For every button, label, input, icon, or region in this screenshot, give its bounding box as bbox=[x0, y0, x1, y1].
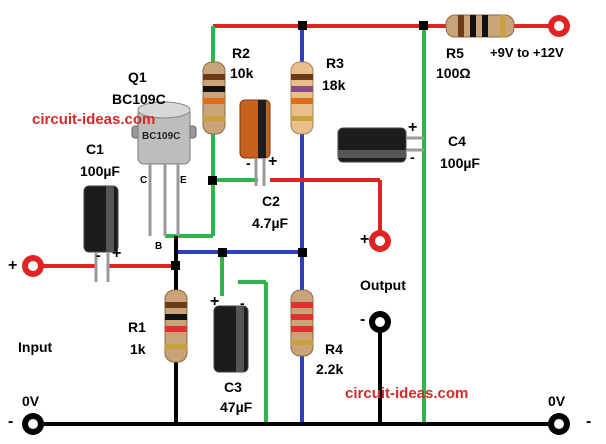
input-label: Input bbox=[18, 339, 53, 355]
junction-dot bbox=[298, 248, 307, 257]
r3-value-label: 18k bbox=[322, 77, 346, 93]
r1-value-label: 1k bbox=[130, 341, 146, 357]
input-terminal bbox=[22, 255, 44, 277]
watermark-top: circuit-ideas.com bbox=[32, 111, 156, 128]
r4-ref-label: R4 bbox=[325, 341, 343, 357]
c4-ref-label: C4 bbox=[448, 133, 466, 149]
c2-minus-label: - bbox=[246, 155, 251, 171]
c2-ref-label: C2 bbox=[262, 193, 280, 209]
c4-plus-label: + bbox=[408, 119, 418, 136]
output-plus-terminal bbox=[369, 230, 391, 252]
ground-left-terminal bbox=[22, 413, 44, 435]
output-minus-label: - bbox=[360, 311, 366, 328]
c3-plus-label: + bbox=[210, 293, 220, 310]
supply-terminal bbox=[548, 15, 570, 37]
supply-label: +9V to +12V bbox=[490, 45, 564, 60]
output-minus-terminal bbox=[369, 311, 391, 333]
ground-left-label: 0V bbox=[22, 393, 40, 409]
q1-pin-e-label: E bbox=[180, 175, 187, 186]
c3-ref-label: C3 bbox=[224, 379, 242, 395]
junction-dot bbox=[218, 248, 227, 257]
c1-value-label: 100µF bbox=[80, 163, 120, 179]
ground-right-label: 0V bbox=[548, 393, 566, 409]
r2-value-label: 10k bbox=[230, 65, 254, 81]
r2-resistor bbox=[202, 61, 226, 135]
c3-minus-label: - bbox=[240, 295, 245, 311]
output-label: Output bbox=[360, 277, 406, 293]
junction-dot bbox=[171, 261, 180, 270]
input-plus-label: + bbox=[8, 257, 18, 274]
c3-capacitor bbox=[213, 305, 249, 373]
c3-value-label: 47µF bbox=[220, 399, 253, 415]
r5-ref-label: R5 bbox=[446, 45, 464, 61]
r1-resistor bbox=[164, 289, 188, 363]
q1-transistor bbox=[131, 101, 197, 236]
junction-dot bbox=[419, 21, 428, 30]
c4-minus-label: - bbox=[410, 149, 415, 165]
r5-resistor bbox=[445, 14, 515, 38]
c4-value-label: 100µF bbox=[440, 155, 480, 171]
c1-plus-label: + bbox=[112, 245, 122, 262]
r5-value-label: 100Ω bbox=[436, 65, 471, 81]
junction-dot bbox=[298, 21, 307, 30]
r2-ref-label: R2 bbox=[232, 45, 250, 61]
r3-resistor bbox=[290, 61, 314, 135]
r4-value-label: 2.2k bbox=[316, 361, 344, 377]
c2-value-label: 4.7µF bbox=[252, 215, 289, 231]
ground-right-terminal bbox=[548, 413, 570, 435]
r4-resistor bbox=[290, 289, 314, 357]
r3-ref-label: R3 bbox=[326, 55, 344, 71]
ground-right-minus: - bbox=[586, 413, 592, 430]
q1-part-label: BC109C bbox=[112, 91, 166, 107]
r1-ref-label: R1 bbox=[128, 319, 146, 335]
c1-minus-label: - bbox=[96, 247, 101, 263]
q1-body-marking: BC109C bbox=[142, 131, 181, 142]
junction-dot bbox=[208, 176, 217, 185]
c1-capacitor bbox=[83, 185, 119, 282]
watermark-bottom: circuit-ideas.com bbox=[345, 385, 469, 402]
q1-pin-c-label: C bbox=[140, 175, 148, 186]
q1-pin-b-label: B bbox=[155, 241, 163, 252]
output-plus-label: + bbox=[360, 231, 370, 248]
ground-left-minus: - bbox=[8, 413, 14, 430]
c2-capacitor bbox=[239, 99, 271, 186]
c2-plus-label: + bbox=[268, 153, 278, 170]
c1-ref-label: C1 bbox=[86, 141, 104, 157]
c4-capacitor bbox=[337, 127, 424, 163]
q1-ref-label: Q1 bbox=[128, 69, 147, 85]
